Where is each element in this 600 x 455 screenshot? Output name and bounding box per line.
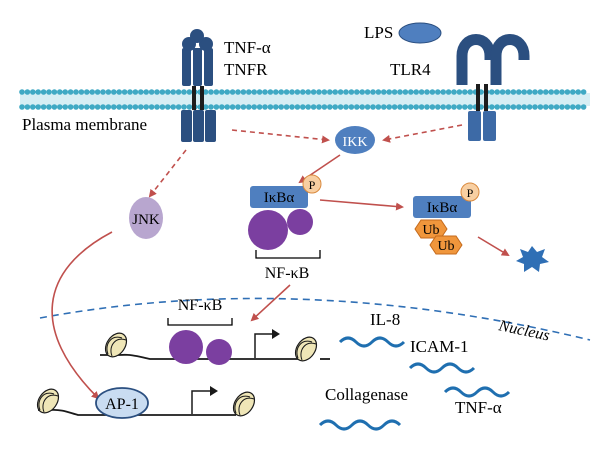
tnfr-receptor <box>181 29 216 142</box>
lps-molecule <box>398 22 442 44</box>
jnk-label: JNK <box>132 212 160 228</box>
tnfr-to-ikk-arrow <box>231 129 330 144</box>
dna-strand-upper <box>100 353 330 360</box>
tnf-alpha-gene-label: TNF-α <box>455 398 502 417</box>
il8-mrna <box>338 336 406 348</box>
ub-label-2: Ub <box>437 239 454 254</box>
phospho-ub-label: P <box>467 186 474 200</box>
promoter-arrowhead-lower <box>210 386 218 396</box>
nuclear-envelope <box>39 297 591 341</box>
ikba-to-ub-arrow <box>319 199 404 211</box>
nucleosome-lower-left <box>36 388 60 414</box>
jnk-to-ap1-arrow <box>51 231 113 400</box>
collagenase-label: Collagenase <box>325 385 408 404</box>
plasma-membrane-label: Plasma membrane <box>22 115 147 134</box>
nuclear-nfkb-label: NF-κB <box>178 297 223 314</box>
nuclear-nfkb-bracket <box>167 318 233 326</box>
ikba-ubiquitinated <box>413 182 480 255</box>
nucleosome-lower-right <box>232 391 256 417</box>
il8-label: IL-8 <box>370 310 400 329</box>
nfkb-dimer-nuclear <box>169 330 232 365</box>
ikk-node <box>335 126 375 154</box>
nfkb-label: NF-κB <box>265 265 310 282</box>
ub-label-1: Ub <box>422 223 439 238</box>
tnf-alpha-mrna <box>443 386 511 398</box>
promoter-arrow-upper <box>254 333 272 358</box>
lps-label: LPS <box>364 23 393 42</box>
ikba-nfkb-complex <box>248 174 322 250</box>
nfkb-to-nucleus-arrow <box>250 284 291 322</box>
phospho-label: P <box>309 178 316 192</box>
degraded-protein-icon <box>516 246 549 272</box>
promoter-arrow-lower <box>191 390 210 414</box>
nfkb-bracket <box>255 250 321 259</box>
tnf-alpha-label: TNF-α <box>224 38 271 57</box>
icam1-mrna <box>408 362 476 374</box>
nucleosome-upper-right <box>294 336 318 362</box>
tlr4-to-ikk-arrow <box>382 124 463 143</box>
ikba-ub-label: IκBα <box>427 200 458 216</box>
nucleosome-upper-left <box>104 332 128 358</box>
ap1-node <box>95 387 149 419</box>
collagenase-mrna <box>318 419 402 431</box>
plasma-membrane-bilayer <box>19 89 590 110</box>
ikk-label: IKK <box>343 135 368 150</box>
degradation-arrow <box>477 236 510 257</box>
icam1-label: ICAM-1 <box>410 337 469 356</box>
nucleus-label: Nucleus <box>496 317 551 345</box>
promoter-arrowhead-upper <box>272 329 280 339</box>
jnk-node <box>129 197 163 239</box>
tlr4-label: TLR4 <box>390 60 431 79</box>
tnfr-label: TNFR <box>224 60 268 79</box>
ikba-label: IκBα <box>264 190 295 206</box>
ap1-label: AP-1 <box>105 396 139 413</box>
tnfr-to-jnk-arrow <box>148 149 187 198</box>
tlr4-receptor <box>456 34 530 141</box>
